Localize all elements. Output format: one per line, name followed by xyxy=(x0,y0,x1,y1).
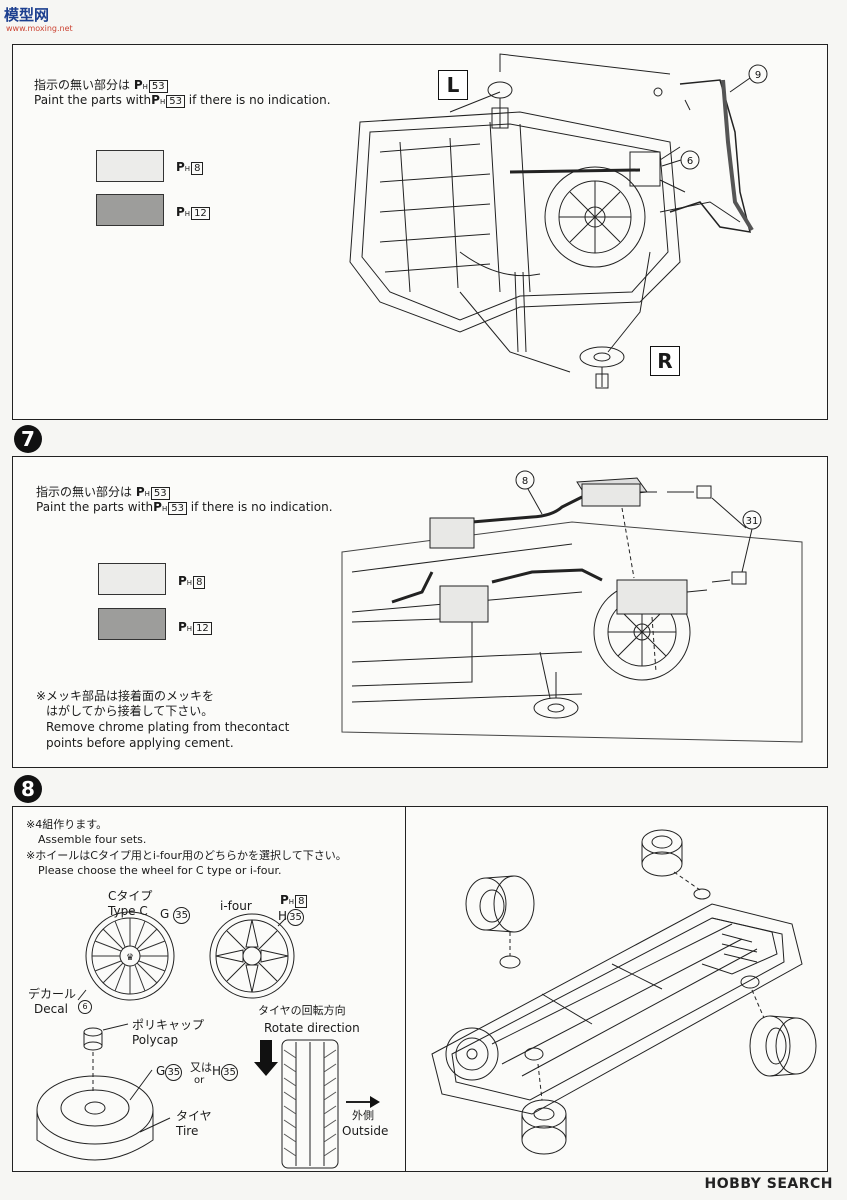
rotate-label-en: Rotate direction xyxy=(264,1021,360,1035)
step7-chrome-note-en-2: points before applying cement. xyxy=(46,736,234,750)
step6-swatch-light xyxy=(96,150,164,182)
step7-exhaust-drawing: 8 31 xyxy=(341,470,803,743)
type-c-label-jp: Cタイプ xyxy=(108,889,153,903)
step6-panel xyxy=(12,44,828,420)
step8-note2-jp: ※ホイールはCタイプ用とi-four用のどちらかを選択して下さい。 xyxy=(26,849,347,862)
type-c-label-en: Type C xyxy=(108,904,148,918)
svg-text:♛: ♛ xyxy=(126,953,134,963)
step8-number: 8 xyxy=(14,775,42,803)
i-four-label: i-four xyxy=(220,899,252,913)
tire-label-en: Tire xyxy=(176,1124,199,1138)
step7-part-8: 8 xyxy=(522,476,528,487)
step6-label-right: R xyxy=(650,346,680,376)
outside-label-en: Outside xyxy=(342,1124,389,1138)
step8-panel-left xyxy=(12,806,406,1172)
step6-part-9: 9 xyxy=(755,70,761,81)
step8-note1-en: Assemble four sets. xyxy=(38,833,147,846)
step6-part-6: 6 xyxy=(687,156,693,167)
polycap-label-en: Polycap xyxy=(132,1033,179,1047)
outside-label-jp: 外側 xyxy=(352,1109,374,1122)
step8-note1-jp: ※4組作ります。 xyxy=(26,818,108,831)
step6-chassis-drawing: 9 6 xyxy=(349,53,768,389)
or-label-jp: 又は xyxy=(190,1061,212,1074)
step8-wheel-drawings: ♛ xyxy=(36,911,380,1169)
decal-label-jp: デカール xyxy=(28,987,77,1001)
step7-chrome-note-en-1: Remove chrome plating from thecontact xyxy=(46,720,290,734)
step7-number: 7 xyxy=(14,425,42,453)
watermark-url: www.moxing.net xyxy=(6,24,73,33)
rotate-label-jp: タイヤの回転方向 xyxy=(258,1004,346,1017)
type-c-part: G 35 xyxy=(160,906,191,924)
polycap-label-jp: ポリキャップ xyxy=(132,1018,205,1032)
step6-swatch-dark xyxy=(96,194,164,226)
watermark-logo: 模型网 xyxy=(4,6,50,24)
step8-note2-en: Please choose the wheel for C type or i-… xyxy=(38,864,282,877)
tire-label-jp: タイヤ xyxy=(176,1109,212,1123)
step8-chassis-assembly xyxy=(431,829,817,1155)
step7-swatch-light xyxy=(98,563,166,595)
step7-chrome-note-jp-1: ※メッキ部品は接着面のメッキを xyxy=(36,689,215,703)
step7-swatch-dark xyxy=(98,608,166,640)
step7-part-31: 31 xyxy=(746,516,759,527)
decal-label-en: Decal xyxy=(34,1002,68,1016)
step6-label-left: L xyxy=(438,70,468,100)
footer-brand: HOBBY SEARCH xyxy=(704,1176,833,1192)
step7-chrome-note-jp-2: はがしてから接着して下さい。 xyxy=(46,704,214,718)
or-label-en: or xyxy=(194,1075,205,1086)
decal-number: 6 xyxy=(78,994,92,1014)
